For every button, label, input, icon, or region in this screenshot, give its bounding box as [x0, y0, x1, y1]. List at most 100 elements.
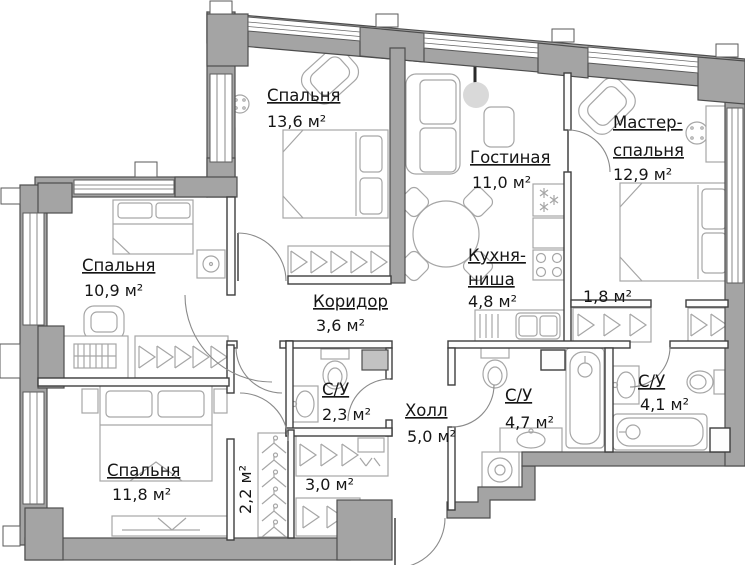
kitchen-cabinet-icon — [532, 217, 566, 249]
facade-tooth — [134, 161, 158, 178]
bedroom-top-furniture — [227, 47, 391, 279]
pillow-icon — [117, 202, 153, 219]
column — [174, 176, 238, 198]
bedroom-bottom-furniture — [81, 384, 233, 537]
pillow-icon — [155, 202, 191, 219]
window — [22, 212, 45, 326]
label-bedroom-top-area: 13,6 м² — [267, 112, 326, 131]
kitchen-sink-icon — [515, 312, 561, 340]
column — [697, 56, 745, 105]
window — [22, 391, 45, 505]
wall-interior-bearing — [389, 47, 406, 284]
window — [726, 107, 744, 284]
label-living-area: 11,0 м² — [472, 173, 531, 192]
label-living-name: Гостиная — [470, 148, 550, 167]
pendant-light-icon — [463, 82, 489, 108]
pillow-icon — [105, 390, 153, 418]
entry-door-arc — [410, 517, 446, 565]
label-hall-area: 5,0 м² — [407, 427, 456, 446]
window — [247, 16, 361, 42]
pillow-icon — [157, 390, 205, 418]
fridge-icon — [532, 183, 566, 217]
dresser-icon — [111, 515, 233, 537]
label-closet-30-area: 3,0 м² — [305, 475, 354, 494]
label-wc-mid-name: С/У — [505, 386, 532, 405]
pillow-icon — [359, 177, 383, 215]
door-arc-bedroom-bottom — [239, 392, 289, 442]
column — [37, 182, 73, 214]
nightstand-icon — [81, 388, 99, 414]
furniture-layer — [61, 38, 733, 538]
window — [209, 73, 233, 163]
facade-tooth — [715, 43, 739, 58]
wall-bottom-left — [24, 537, 351, 561]
wall-bottom-right — [521, 451, 745, 467]
label-wc-right-name: С/У — [638, 372, 665, 391]
column — [537, 42, 589, 79]
wardrobe-icon — [134, 335, 229, 379]
door-arc-wc-small — [347, 378, 391, 422]
window — [587, 46, 699, 74]
closet-22-furniture — [257, 432, 291, 538]
bathtub-icon — [612, 413, 708, 451]
room-labels: Спальня 13,6 м² Гостиная 11,0 м² Мастер-… — [82, 86, 689, 514]
door-arc-wc-right — [629, 346, 671, 388]
label-wc-small-area: 2,3 м² — [322, 405, 371, 424]
column — [206, 13, 249, 67]
label-corridor-area: 3,6 м² — [316, 316, 365, 335]
label-bedroom-bottom-area: 11,8 м² — [112, 485, 171, 504]
toilet-tank-icon — [713, 369, 726, 395]
window — [73, 179, 175, 195]
vent-shaft — [709, 427, 731, 453]
label-kitchen-name1: Кухня- — [468, 246, 526, 265]
label-bedroom-bottom-name: Спальня — [107, 461, 180, 480]
pillow-icon — [701, 188, 727, 230]
box-icon — [357, 437, 385, 453]
label-bedroom-left-area: 10,9 м² — [84, 281, 143, 300]
facade-tooth — [0, 187, 21, 205]
vent-shaft — [361, 349, 389, 371]
label-bedroom-top-name: Спальня — [267, 86, 340, 105]
pillow-icon — [359, 135, 383, 173]
coffee-table-icon — [483, 106, 515, 148]
wall-entry-block — [336, 499, 393, 561]
wc-mid-fixtures — [480, 347, 605, 489]
interior-walls — [37, 72, 731, 541]
wardrobe-icon — [572, 307, 652, 343]
kitchen-furniture — [474, 183, 566, 343]
column — [359, 26, 425, 63]
doors — [184, 129, 671, 565]
facade-tooth — [551, 28, 575, 43]
label-wc-small-name: С/У — [322, 380, 349, 399]
facade-tooth — [209, 0, 233, 15]
label-hall-name: Холл — [405, 401, 448, 420]
facade-tooth — [0, 343, 21, 379]
armchair-icon — [578, 77, 636, 135]
door-arc-bedroom-top — [237, 232, 287, 282]
dining-table-icon — [412, 200, 480, 268]
toilet-tank-icon — [480, 347, 510, 359]
nightstand-icon — [196, 249, 226, 279]
label-niche-area: 1,8 м² — [583, 287, 632, 306]
toilet-icon — [686, 370, 714, 394]
label-master-name2: спальня — [613, 141, 684, 160]
label-wc-right-area: 4,1 м² — [640, 395, 689, 414]
chair-icon — [83, 305, 125, 341]
nightstand-icon — [213, 388, 228, 414]
label-master-area: 12,9 м² — [613, 165, 672, 184]
toilet-tank-icon — [320, 348, 350, 360]
door-arc-corridor — [235, 346, 283, 394]
label-wc-mid-area: 4,7 м² — [505, 413, 554, 432]
toilet-icon — [482, 359, 508, 389]
facade-tooth — [375, 13, 399, 28]
stove-icon — [532, 249, 566, 281]
label-bedroom-left-name: Спальня — [82, 256, 155, 275]
armchair-icon — [300, 47, 360, 105]
label-master-name1: Мастер- — [613, 113, 683, 132]
pillow-icon — [701, 232, 727, 274]
door-arc-bedroom-left — [184, 294, 273, 383]
label-corridor-name: Коридор — [313, 292, 388, 311]
wc-small-fixtures — [290, 348, 350, 423]
bedroom-left-furniture — [61, 199, 229, 379]
windows — [0, 0, 744, 547]
